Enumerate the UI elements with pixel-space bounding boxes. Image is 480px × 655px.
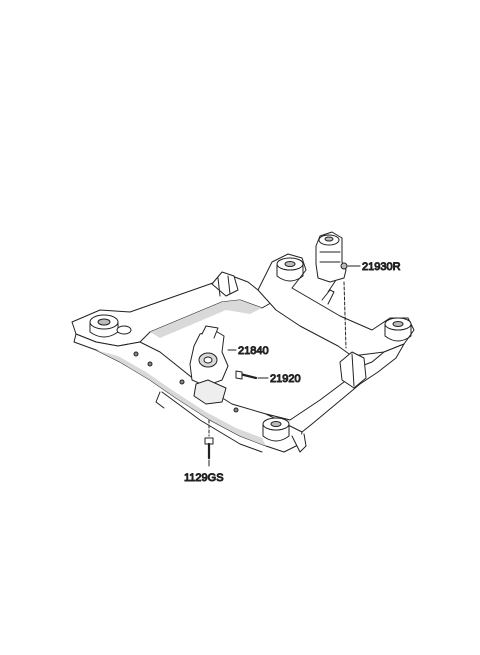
part-label-21920: 21920: [270, 373, 301, 385]
engine-mount-21930r: [315, 231, 361, 349]
bolt-21920-shank: [238, 372, 258, 380]
front-beam-hook: [155, 391, 165, 409]
bolt-21920: [235, 370, 269, 380]
left-tab: [116, 325, 132, 335]
front-right-foot: [291, 433, 307, 453]
bracket-support-plate: [193, 379, 227, 405]
mount-ribs: [319, 251, 341, 263]
right-rail: [265, 343, 405, 433]
mount-top-stud: [324, 236, 334, 242]
mount-guide-line: [343, 281, 347, 349]
part-label-21930r: 21930R: [362, 261, 401, 273]
rear-right-mount-hole: [392, 321, 404, 327]
rear-left-mount-wall: [276, 263, 304, 282]
left-rail-shade: [150, 300, 262, 338]
front-beam-lower-lip: [161, 391, 263, 453]
part-label-1129gs: 1129GS: [184, 472, 224, 484]
rear-beam-linkage: [321, 289, 335, 305]
part-label-21840: 21840: [238, 345, 269, 357]
bolt-1129gs-head: [204, 437, 214, 445]
left-front-mount-hole: [97, 318, 111, 326]
bracket-top-tab: [201, 325, 219, 339]
bolt-21920-head: [235, 370, 243, 380]
front-beam-shade: [96, 350, 266, 446]
right-rail-bracket-rib: [351, 353, 355, 387]
bolt-1129gs: [204, 419, 214, 467]
subframe-crossmember: [71, 253, 415, 453]
left-rail-bracket-upright: [217, 275, 231, 297]
front-right-mount-hole: [270, 421, 282, 427]
bracket-bore-inner: [203, 356, 213, 364]
rear-right-mount-wall: [384, 323, 412, 342]
rear-beam-linkage-rod: [327, 279, 337, 293]
front-beam-holes: [133, 351, 239, 413]
front-right-mount-wall: [262, 423, 290, 442]
mount-side-stud: [340, 262, 348, 270]
bracket-21840: [189, 325, 237, 405]
rear-left-mount-hole: [284, 261, 296, 267]
